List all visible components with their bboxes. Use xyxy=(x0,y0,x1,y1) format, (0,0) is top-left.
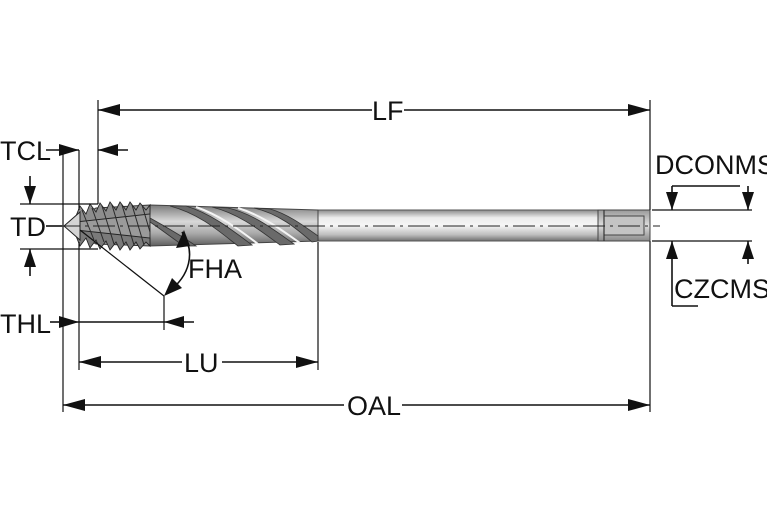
dimension-tcl: TCL xyxy=(0,136,128,166)
arrowhead-icon xyxy=(98,144,118,156)
thread-helix-lines xyxy=(81,204,151,246)
arrowhead-icon xyxy=(666,192,678,210)
label-lf: LF xyxy=(372,96,404,126)
arrowhead-icon xyxy=(666,241,678,259)
arrowhead-icon xyxy=(628,399,650,411)
label-tcl: TCL xyxy=(0,136,51,166)
arrowhead-icon xyxy=(59,316,79,328)
arrowhead-icon xyxy=(164,278,182,296)
label-oal: OAL xyxy=(347,391,401,421)
dimension-dconms: DCONMS xyxy=(655,150,767,210)
arrowhead-icon xyxy=(742,241,754,259)
arrowhead-icon xyxy=(79,356,101,368)
extension-lines xyxy=(20,100,752,412)
arrowhead-icon xyxy=(296,356,318,368)
arrowhead-icon xyxy=(59,144,79,156)
label-dconms: DCONMS xyxy=(655,150,767,180)
dimension-td: TD xyxy=(10,176,62,276)
label-fha: FHA xyxy=(188,254,242,284)
label-czcms: CZCMS xyxy=(674,274,767,304)
arrowhead-icon xyxy=(24,249,36,267)
dimension-lu: LU xyxy=(79,348,318,378)
arrowhead-icon xyxy=(628,104,650,116)
arrowhead-icon xyxy=(98,104,120,116)
dimension-thl: THL xyxy=(0,309,194,339)
dimension-oal: OAL xyxy=(63,391,650,421)
arrowhead-icon xyxy=(176,230,190,248)
dimension-czcms: CZCMS xyxy=(666,241,767,307)
dimension-lf: LF xyxy=(98,96,650,126)
label-lu: LU xyxy=(184,348,219,378)
flute-highlights xyxy=(195,206,301,245)
label-td: TD xyxy=(10,212,46,242)
arrowhead-icon xyxy=(742,192,754,210)
arrowhead-icon xyxy=(164,316,184,328)
label-thl: THL xyxy=(0,309,51,339)
arrowhead-icon xyxy=(24,186,36,204)
tap-tool xyxy=(58,201,660,251)
dimension-fha: FHA xyxy=(164,230,242,296)
arrowhead-icon xyxy=(63,399,85,411)
